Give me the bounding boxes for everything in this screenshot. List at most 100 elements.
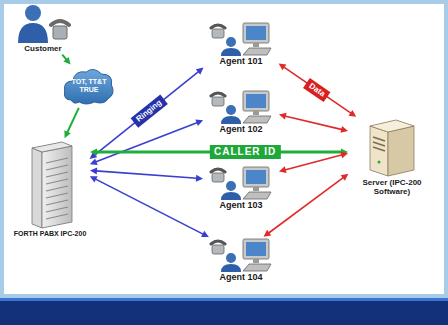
agent-icon bbox=[209, 238, 273, 272]
arrow-head bbox=[264, 230, 272, 237]
arrow-head bbox=[279, 63, 287, 70]
connector-line bbox=[284, 67, 352, 114]
icon-part bbox=[46, 172, 68, 177]
arrow-head bbox=[90, 167, 97, 174]
agent-node: Agent 102 bbox=[205, 90, 277, 134]
cloud-node: TOT, TT&T TRUE bbox=[62, 66, 116, 106]
icon-part bbox=[18, 23, 48, 43]
icon-part bbox=[370, 120, 414, 132]
icon-part bbox=[243, 91, 269, 111]
icon-part bbox=[243, 23, 269, 43]
arrow-head bbox=[340, 126, 348, 133]
arrow-head bbox=[341, 174, 349, 181]
icon-part bbox=[253, 43, 259, 47]
icon-part bbox=[211, 169, 225, 172]
icon-part bbox=[212, 245, 224, 254]
connector-line bbox=[268, 177, 343, 233]
icon-part bbox=[243, 239, 269, 259]
icon-part bbox=[226, 181, 236, 191]
icon-part bbox=[46, 214, 68, 219]
icon-part bbox=[46, 165, 68, 170]
icon-part bbox=[243, 48, 271, 55]
bottom-bar-edge bbox=[0, 298, 448, 301]
icon-part bbox=[243, 264, 271, 271]
icon-part bbox=[226, 105, 236, 115]
icon-part bbox=[46, 179, 68, 184]
icon-part bbox=[53, 26, 67, 39]
connector-line bbox=[285, 116, 342, 130]
icon-part bbox=[253, 259, 259, 263]
icon-part bbox=[46, 158, 68, 219]
icon-part bbox=[370, 120, 414, 176]
edge-label: CALLER ID bbox=[210, 145, 280, 159]
arrow-head bbox=[90, 149, 97, 156]
icon-part bbox=[370, 126, 388, 176]
icon-part bbox=[46, 193, 68, 198]
connector-line bbox=[95, 179, 203, 234]
agent-icon bbox=[209, 22, 273, 56]
icon-part bbox=[42, 146, 72, 228]
icon-part bbox=[211, 241, 225, 244]
network-label: TOT, TT&T TRUE bbox=[68, 78, 110, 94]
pabx-icon bbox=[26, 140, 74, 230]
arrow-head bbox=[90, 158, 98, 165]
arrow-head bbox=[195, 120, 203, 127]
icon-part bbox=[221, 264, 241, 272]
connector-line bbox=[285, 155, 343, 170]
icon-part bbox=[253, 187, 259, 191]
agent-node: Agent 104 bbox=[205, 238, 277, 282]
arrow-head bbox=[64, 130, 70, 138]
connector-line bbox=[67, 108, 79, 133]
icon-part bbox=[246, 94, 266, 108]
agent-node: Agent 103 bbox=[205, 166, 277, 210]
icon-part bbox=[221, 48, 241, 56]
agent-icon bbox=[209, 166, 273, 200]
icon-part bbox=[388, 126, 414, 176]
icon-part bbox=[243, 116, 271, 123]
icon-part bbox=[243, 192, 271, 199]
icon-part bbox=[221, 192, 241, 200]
node-label: Server (IPC-200 Software) bbox=[350, 178, 434, 196]
icon-part bbox=[212, 97, 224, 106]
arrow-head bbox=[340, 152, 348, 159]
bottom-bar bbox=[0, 299, 448, 325]
icon-part bbox=[46, 186, 68, 191]
icon-part bbox=[246, 26, 266, 40]
frame-border bbox=[2, 2, 446, 296]
agent-icon bbox=[209, 90, 273, 124]
icon-part bbox=[46, 207, 68, 212]
customer-icon bbox=[15, 4, 71, 44]
node-label: Agent 102 bbox=[205, 124, 277, 134]
icon-part bbox=[246, 170, 266, 184]
icon-part bbox=[51, 21, 69, 25]
icon-part bbox=[212, 29, 224, 38]
icon-part bbox=[32, 142, 72, 228]
icon-part bbox=[373, 137, 385, 151]
icon-part bbox=[246, 242, 266, 256]
icon-part bbox=[211, 25, 225, 28]
connector-line bbox=[96, 171, 197, 178]
arrow-head bbox=[279, 166, 287, 173]
icon-part bbox=[253, 111, 259, 115]
icon-part bbox=[226, 253, 236, 263]
icon-part bbox=[46, 200, 68, 205]
icon-part bbox=[25, 5, 41, 21]
arrow-head bbox=[201, 231, 209, 237]
arrow-head bbox=[196, 68, 204, 75]
arrow-head bbox=[348, 110, 356, 117]
pabx-node: FORTH PABX IPC-200 bbox=[12, 140, 88, 238]
icon-part bbox=[221, 116, 241, 124]
icon-part bbox=[226, 37, 236, 47]
arrow-head bbox=[196, 175, 203, 182]
node-label: Agent 103 bbox=[205, 200, 277, 210]
node-label: FORTH PABX IPC-200 bbox=[12, 230, 88, 238]
arrow-head bbox=[90, 176, 98, 182]
icon-part bbox=[378, 161, 381, 164]
node-label: Customer bbox=[12, 44, 74, 53]
icon-part bbox=[243, 167, 269, 187]
icon-part bbox=[46, 158, 68, 163]
server-node: Server (IPC-200 Software) bbox=[350, 118, 434, 196]
arrow-head bbox=[279, 113, 287, 120]
node-label: Agent 104 bbox=[205, 272, 277, 282]
connector-line bbox=[62, 55, 66, 60]
